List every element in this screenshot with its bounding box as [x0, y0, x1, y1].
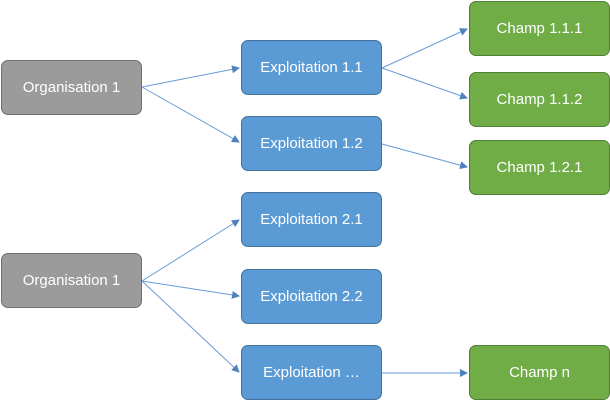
exploitation-node: Exploitation … [241, 345, 382, 400]
champ-node: Champ n [469, 345, 610, 400]
exploitation-node: Exploitation 1.1 [241, 40, 382, 95]
connector-org2-exp21 [141, 219, 240, 282]
connector-exp11-champ112 [381, 67, 468, 100]
connector-org1-exp11 [141, 65, 240, 88]
organisation-node: Organisation 1 [1, 60, 142, 115]
champ-node: Champ 1.2.1 [469, 140, 610, 195]
connector-org2-expn [141, 280, 240, 373]
connector-exp12-champ121 [381, 143, 468, 170]
exploitation-node: Exploitation 1.2 [241, 116, 382, 171]
connector-org1-exp12 [141, 86, 240, 143]
exploitation-node: Exploitation 2.1 [241, 192, 382, 247]
connector-org2-exp22 [141, 280, 240, 299]
exploitation-node: Exploitation 2.2 [241, 269, 382, 324]
connector-exp11-champ111 [381, 28, 468, 69]
organisation-node: Organisation 1 [1, 253, 142, 308]
champ-node: Champ 1.1.1 [469, 1, 610, 56]
champ-node: Champ 1.1.2 [469, 72, 610, 127]
